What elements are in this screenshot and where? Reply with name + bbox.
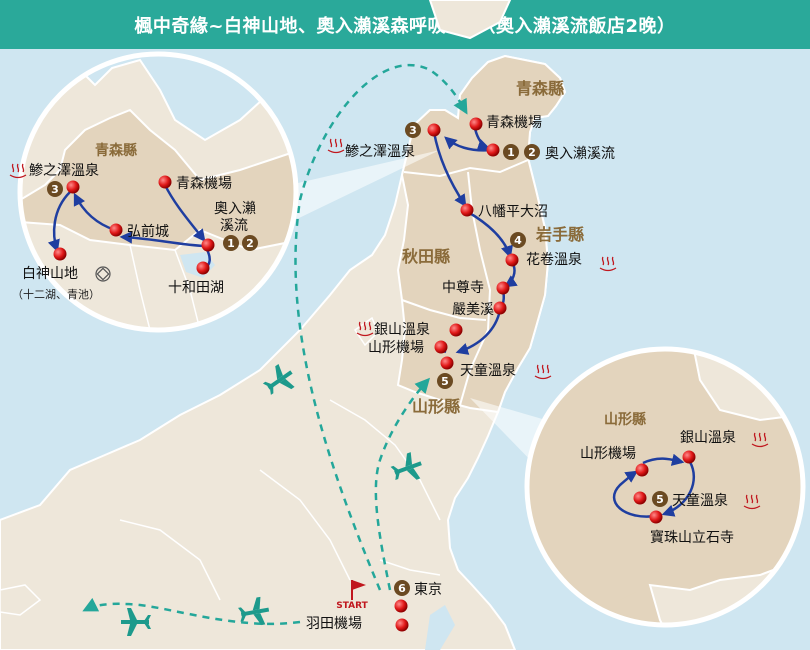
location-pin-icon bbox=[109, 223, 123, 237]
location-pin-icon bbox=[682, 450, 696, 464]
label-yamagata-airport: 山形機場 bbox=[368, 340, 424, 356]
inset-y-ginzan: 銀山溫泉 bbox=[680, 429, 736, 446]
day-badge-icon: 5 bbox=[652, 491, 668, 507]
hot-spring-icon bbox=[534, 364, 552, 380]
inset-aomori: 青森縣 1 2 3 鯵之澤溫泉 bbox=[9, 51, 299, 333]
hot-spring-icon bbox=[356, 321, 374, 337]
label-hachimantai: 八幡平大沼 bbox=[478, 204, 548, 220]
hot-spring-icon bbox=[327, 138, 345, 154]
land-mass bbox=[0, 54, 567, 650]
flight-routes bbox=[82, 63, 468, 626]
hokkaido-land bbox=[428, 0, 512, 40]
svg-text:6: 6 bbox=[398, 582, 406, 595]
svg-text:2: 2 bbox=[528, 146, 536, 159]
day-badge-icon: 2 bbox=[242, 235, 258, 251]
pref-akita: 秋田縣 bbox=[402, 247, 450, 266]
day-badge-icon: 4 bbox=[510, 232, 526, 248]
main-pins bbox=[394, 117, 519, 632]
hot-spring-icon bbox=[599, 256, 617, 272]
location-pin-icon bbox=[66, 180, 80, 194]
day-badge-icon: 1 bbox=[223, 235, 239, 251]
location-pin-icon bbox=[158, 175, 172, 189]
inset-yamagata: 山形縣 5 銀山溫泉 山形機場 天童溫泉 寶珠山立石寺 bbox=[524, 346, 806, 628]
location-pin-icon bbox=[53, 247, 67, 261]
location-pin-icon bbox=[196, 261, 210, 275]
label-oirase: 奧入瀨溪流 bbox=[545, 146, 615, 162]
location-pin-icon bbox=[394, 599, 408, 613]
location-pin-icon bbox=[635, 463, 649, 477]
start-label: START bbox=[336, 601, 368, 611]
svg-text:3: 3 bbox=[409, 124, 417, 137]
title-text: 楓中奇緣~白神山地、奧入瀨溪森呼吸7日（奧入瀨溪流飯店2晚） bbox=[134, 15, 676, 37]
inset-y-yamadera: 寶珠山立石寺 bbox=[650, 530, 734, 546]
location-pin-icon bbox=[460, 203, 474, 217]
hot-spring-icon bbox=[743, 494, 761, 510]
svg-text:5: 5 bbox=[441, 375, 449, 388]
location-pin-icon bbox=[440, 356, 454, 370]
day-badge-icon: 2 bbox=[524, 144, 540, 160]
pref-iwate: 岩手縣 bbox=[535, 225, 584, 244]
start-flag-icon: START bbox=[336, 580, 369, 611]
label-tendo: 天童溫泉 bbox=[460, 362, 516, 379]
location-pin-icon bbox=[427, 123, 441, 137]
pref-yamagata: 山形縣 bbox=[412, 397, 460, 416]
inset-a-oirase-1: 奧入瀨 bbox=[214, 201, 256, 217]
airplane-icon bbox=[390, 452, 422, 481]
day-badges: 3 1 2 4 5 6 bbox=[394, 122, 540, 596]
inset-a-hirosaki: 弘前城 bbox=[127, 223, 169, 240]
inset-a-oirase-2: 溪流 bbox=[220, 218, 248, 234]
label-chusonji: 中尊寺 bbox=[442, 279, 484, 296]
label-genbikei: 嚴美溪 bbox=[452, 302, 494, 318]
location-pin-icon bbox=[496, 281, 510, 295]
inset-a-shirakami-note: （十二湖、青池） bbox=[12, 287, 100, 301]
day-badge-icon: 1 bbox=[503, 144, 519, 160]
hot-spring-icon bbox=[751, 432, 769, 448]
svg-text:1: 1 bbox=[507, 146, 515, 159]
inset-y-pref: 山形縣 bbox=[604, 411, 646, 428]
location-pin-icon bbox=[201, 238, 215, 252]
location-pin-icon bbox=[486, 143, 500, 157]
location-pin-icon bbox=[649, 510, 663, 524]
location-pin-icon bbox=[633, 491, 647, 505]
inset-a-shirakami: 白神山地 bbox=[22, 266, 78, 282]
svg-text:3: 3 bbox=[51, 183, 59, 196]
location-pin-icon bbox=[434, 340, 448, 354]
airplane-icon bbox=[121, 608, 151, 636]
pref-aomori: 青森縣 bbox=[516, 79, 564, 98]
day-badge-icon: 3 bbox=[47, 181, 63, 197]
hot-spring-icon bbox=[9, 163, 27, 179]
main-labels: 青森縣 岩手縣 秋田縣 山形縣 青森機場 奧入瀨溪流 鯵之澤溫泉 八幡平大沼 花… bbox=[306, 79, 615, 632]
label-aomori-airport: 青森機場 bbox=[486, 115, 542, 131]
inset-a-airport: 青森機場 bbox=[176, 176, 232, 192]
heritage-icon bbox=[95, 266, 111, 282]
inset-a-towada: 十和田湖 bbox=[168, 280, 224, 296]
location-pin-icon bbox=[505, 253, 519, 267]
label-hanamaki: 花卷溫泉 bbox=[526, 251, 582, 268]
day-badge-icon: 3 bbox=[405, 122, 421, 138]
inset-y-tendo: 天童溫泉 bbox=[672, 492, 728, 509]
inset-a-pref: 青森縣 bbox=[95, 142, 137, 159]
label-ginzan: 銀山溫泉 bbox=[374, 321, 430, 338]
inset-connector-aomori bbox=[268, 150, 440, 232]
day-badge-icon: 6 bbox=[394, 580, 410, 596]
label-tokyo: 東京 bbox=[414, 582, 442, 598]
location-pin-icon bbox=[449, 323, 463, 337]
airplane-icon bbox=[262, 363, 295, 395]
location-pin-icon bbox=[395, 618, 409, 632]
svg-text:2: 2 bbox=[246, 237, 254, 250]
svg-text:1: 1 bbox=[227, 237, 235, 250]
page-title: 楓中奇緣~白神山地、奧入瀨溪森呼吸7日（奧入瀨溪流飯店2晚） bbox=[0, 0, 810, 49]
svg-text:5: 5 bbox=[656, 493, 664, 506]
inset-a-ajigasawa: 鯵之澤溫泉 bbox=[29, 162, 99, 179]
inset-y-airport: 山形機場 bbox=[580, 446, 636, 462]
svg-text:4: 4 bbox=[514, 234, 522, 247]
location-pin-icon bbox=[493, 301, 507, 315]
label-haneda: 羽田機場 bbox=[306, 616, 362, 632]
day-badge-icon: 5 bbox=[437, 373, 453, 389]
label-nyuto: 鯵之澤溫泉 bbox=[345, 143, 415, 160]
location-pin-icon bbox=[469, 117, 483, 131]
airplane-icon bbox=[238, 596, 270, 626]
